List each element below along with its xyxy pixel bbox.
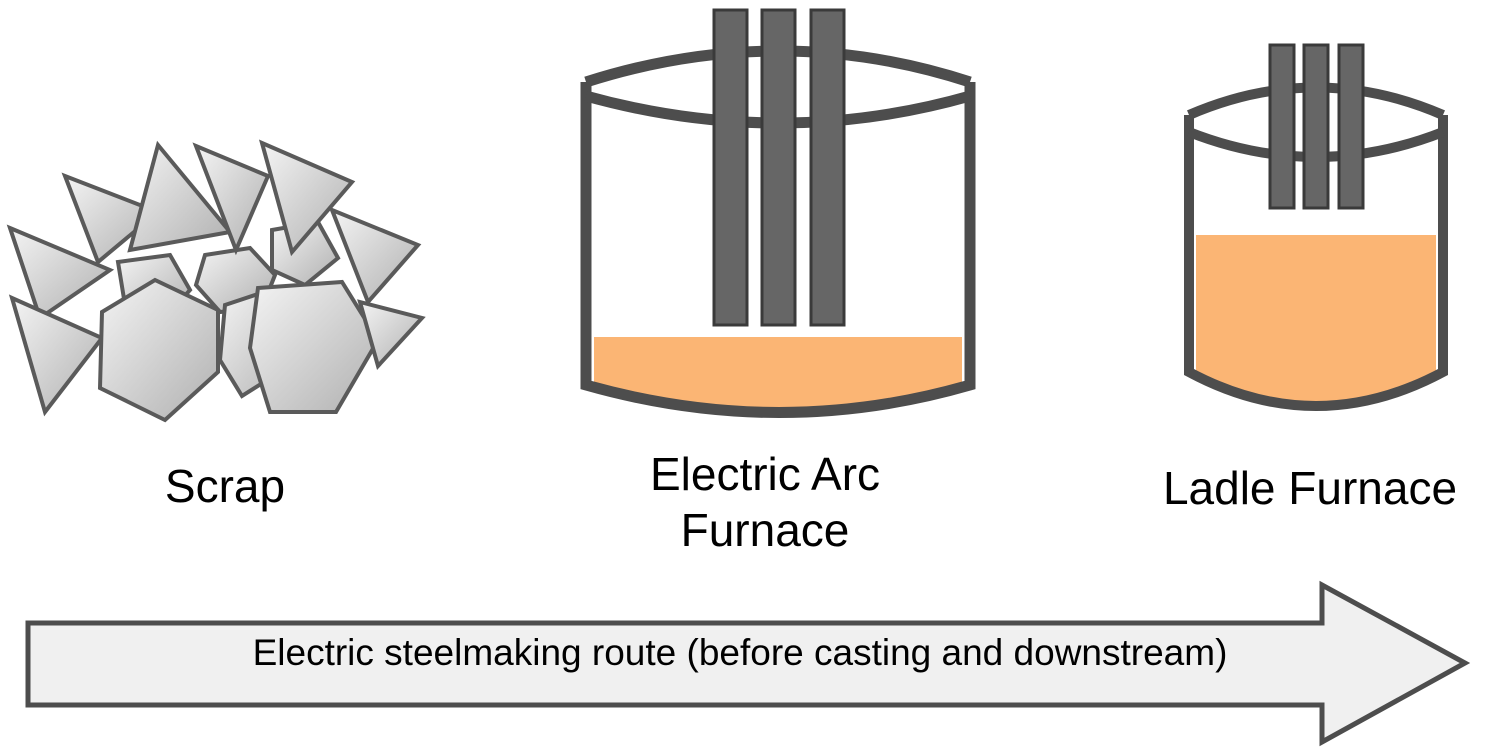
- eaf-electrode-1: [712, 8, 749, 327]
- scrap-label: Scrap: [164, 460, 286, 512]
- ladle-molten-steel: [1196, 235, 1436, 404]
- ladle-furnace-label: Ladle Furnace: [1162, 462, 1458, 514]
- electric-arc-furnace-label-line2: Furnace: [680, 504, 850, 557]
- ladle-electrode-3: [1337, 43, 1365, 210]
- ladle-electrode-1: [1268, 43, 1296, 210]
- route-label: Electric steelmaking route (before casti…: [252, 632, 1228, 673]
- ladle-electrode-2: [1302, 43, 1330, 210]
- ladle-furnace-icon: [1184, 43, 1448, 411]
- eaf-electrodes: [712, 8, 846, 327]
- eaf-molten-steel: [594, 337, 962, 410]
- electric-arc-furnace-label: Electric Arc Furnace: [590, 446, 940, 558]
- ladle-vessel: [1184, 115, 1448, 411]
- scrap-pile-icon: [6, 139, 426, 423]
- eaf-electrode-3: [809, 8, 846, 327]
- eaf-electrode-2: [760, 8, 797, 327]
- ladle-electrodes: [1268, 43, 1365, 210]
- electric-arc-furnace-label-line1: Electric Arc: [649, 448, 881, 500]
- electric-arc-furnace-icon: [580, 8, 976, 418]
- process-arrow: [25, 580, 1471, 747]
- eaf-vessel: [580, 82, 976, 418]
